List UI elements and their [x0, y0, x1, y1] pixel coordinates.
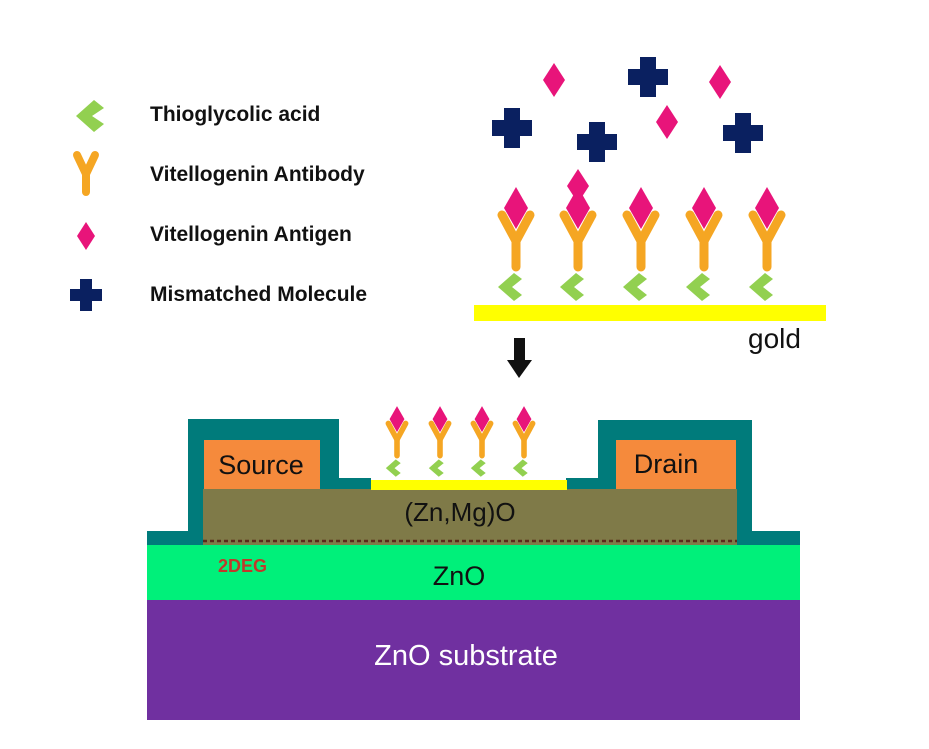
receptor-assembly: [748, 187, 786, 301]
gold-strip: [474, 305, 826, 321]
bound-antigen-icon: [566, 187, 590, 229]
substrate-layer: [147, 600, 800, 720]
bound-antigen-icon: [474, 406, 490, 433]
channel-layer: [147, 545, 800, 600]
bound-antigen-icon: [629, 187, 653, 229]
mismatched-molecule-icon: [723, 113, 763, 153]
thioglycolic-acid-icon: [428, 459, 444, 477]
legend-label-thioglycolic-acid: Thioglycolic acid: [150, 103, 321, 126]
thioglycolic-acid-icon: [749, 273, 773, 301]
receptor-assembly: [559, 187, 597, 301]
thioglycolic-acid-icon: [512, 459, 528, 477]
thioglycolic-acid-icon: [470, 459, 486, 477]
free-antigen-icon: [567, 169, 589, 203]
legend-label-mismatched-molecule: Mismatched Molecule: [150, 283, 368, 306]
thioglycolic-acid-icon: [560, 273, 584, 301]
legend-antigen-icon: [77, 222, 95, 250]
legend-label-vitellogenin-antibody: Vitellogenin Antibody: [150, 163, 365, 186]
mismatched-molecule-icon: [492, 108, 532, 148]
source-contact: [204, 440, 320, 489]
legend-antibody-icon: [73, 151, 99, 196]
receptor-assembly: [428, 406, 452, 477]
mismatched-molecule-icon: [577, 122, 617, 162]
receptor-assembly: [622, 187, 660, 301]
bound-antigen-icon: [692, 187, 716, 229]
twodeg-label: 2DEG: [218, 556, 267, 576]
drain-label: Drain: [634, 449, 699, 479]
substrate-label: ZnO substrate: [374, 640, 558, 672]
channel-label: ZnO: [433, 561, 486, 591]
legend-label-vitellogenin-antigen: Vitellogenin Antigen: [150, 223, 352, 246]
gold-label: gold: [748, 323, 801, 354]
source-label: Source: [218, 450, 304, 480]
bound-antigen-icon: [755, 187, 779, 229]
thioglycolic-acid-icon: [686, 273, 710, 301]
receptor-assembly: [685, 187, 723, 301]
receptor-assembly: [497, 187, 535, 301]
barrier-layer: [203, 489, 737, 545]
gate-gold-pad: [371, 480, 567, 490]
thioglycolic-acid-icon: [385, 459, 401, 477]
receptor-assembly: [512, 406, 536, 477]
bound-antigen-icon: [504, 187, 528, 229]
bound-antigen-icon: [516, 406, 532, 433]
drain-contact: [616, 440, 736, 489]
receptor-assembly: [385, 406, 409, 477]
bound-antigen-icon: [389, 406, 405, 433]
legend-thioglycolic-acid-icon: [76, 100, 104, 132]
free-antigen-icon: [656, 105, 678, 139]
receptor-assembly: [470, 406, 494, 477]
thioglycolic-acid-icon: [623, 273, 647, 301]
legend-mismatched-molecule-icon: [70, 279, 102, 311]
upper-receptor-stack: [497, 187, 786, 301]
free-antigen-icon: [709, 65, 731, 99]
thioglycolic-acid-icon: [498, 273, 522, 301]
free-antigen-icon: [543, 63, 565, 97]
mismatched-molecule-icon: [628, 57, 668, 97]
down-arrow-icon: [507, 338, 532, 378]
bound-antigen-icon: [432, 406, 448, 433]
gate-receptor-stack: [385, 406, 536, 477]
barrier-label: (Zn,Mg)O: [404, 497, 515, 527]
